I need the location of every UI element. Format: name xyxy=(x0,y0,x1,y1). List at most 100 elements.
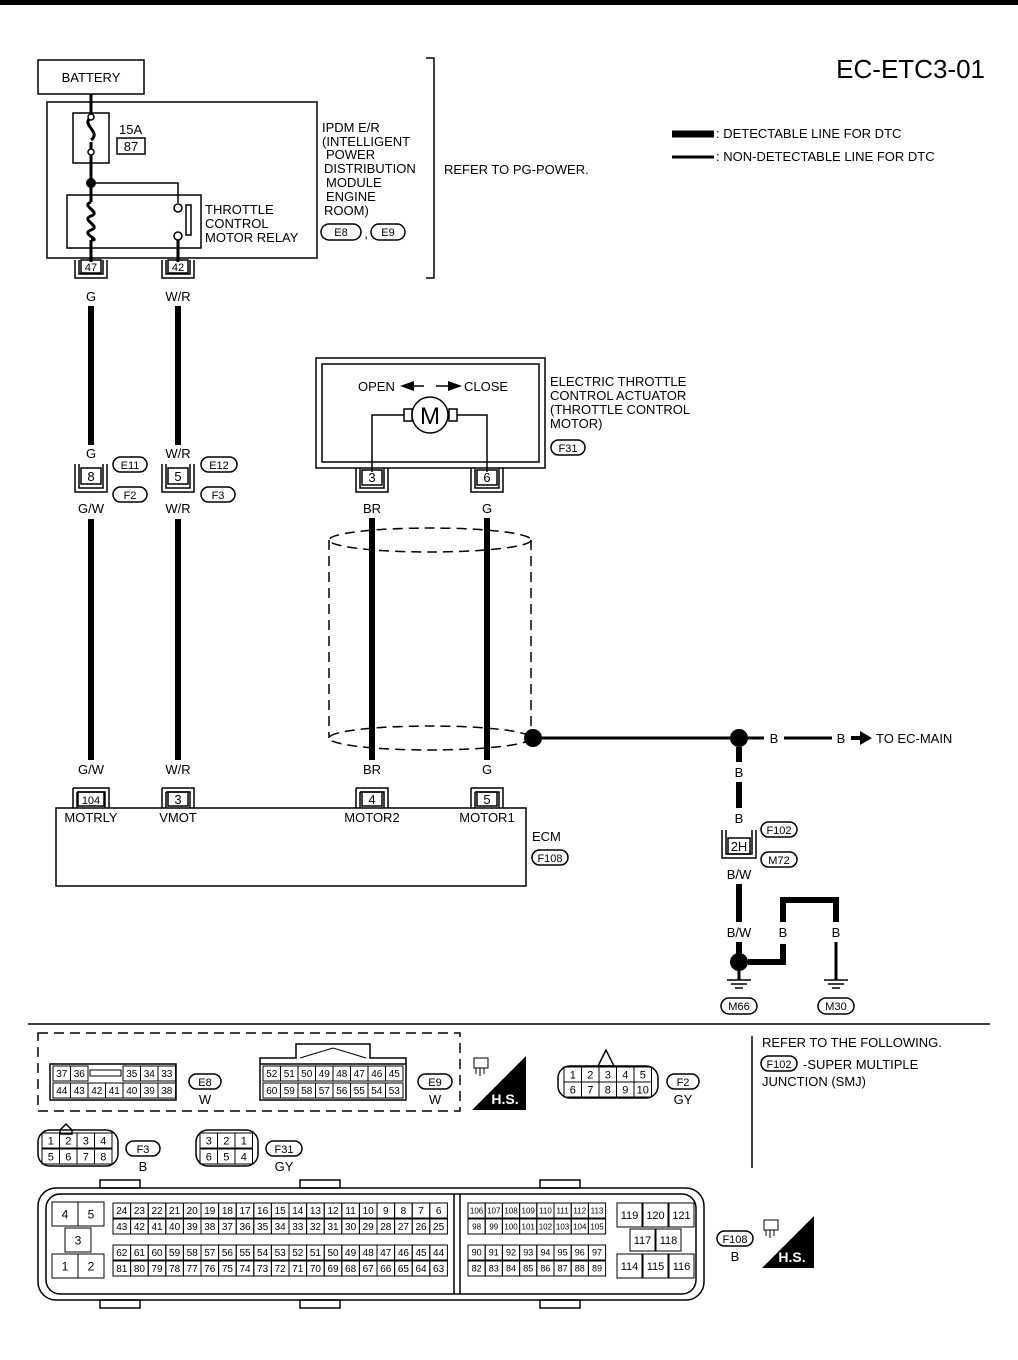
connector-pin: 24 xyxy=(116,1206,128,1217)
connector-pin: 96 xyxy=(575,1248,585,1258)
connector-pin: 2 xyxy=(223,1135,229,1147)
svg-text:,: , xyxy=(364,226,368,241)
connector-pin: 95 xyxy=(558,1248,568,1258)
f2-name: F2 xyxy=(677,1077,690,1089)
connector-pin: 19 xyxy=(204,1206,216,1217)
connector-pin: 69 xyxy=(327,1264,339,1275)
svg-text:JUNCTION (SMJ): JUNCTION (SMJ) xyxy=(762,1074,866,1089)
fuse-icon xyxy=(86,102,96,150)
e8-name: E8 xyxy=(198,1077,211,1089)
connector-pin: 89 xyxy=(592,1264,602,1274)
svg-text:G/W: G/W xyxy=(78,762,105,777)
conn-f2: F2 xyxy=(124,490,137,502)
connector-pin: 46 xyxy=(398,1248,410,1259)
ground-m30-icon xyxy=(824,979,848,989)
connector-pin: 78 xyxy=(169,1264,181,1275)
relay-feed-wire xyxy=(91,182,179,203)
connector-pin: 1 xyxy=(241,1135,247,1147)
connector-views-frame xyxy=(37,1032,461,1112)
relay-label-3: MOTOR RELAY xyxy=(205,230,299,245)
connector-pin: 58 xyxy=(187,1248,199,1259)
connector-pin: 7 xyxy=(418,1206,424,1217)
actuator-label-3: (THROTTLE CONTROL xyxy=(550,402,690,417)
connector-pin: 47 xyxy=(354,1069,366,1080)
connector-pin: 48 xyxy=(363,1248,375,1259)
diagram-id: EC-ETC3-01 xyxy=(836,54,985,84)
svg-text:G: G xyxy=(86,446,96,461)
connector-pin: 55 xyxy=(354,1086,366,1097)
shield-drain-dot xyxy=(524,729,542,747)
connector-pin: 6 xyxy=(206,1151,212,1163)
hs-icon-1: H.S. xyxy=(470,1054,526,1110)
actuator-label-1: ELECTRIC THROTTLE xyxy=(550,374,687,389)
connector-pin: 17 xyxy=(239,1206,251,1217)
actuator-close-label: CLOSE xyxy=(464,379,508,394)
connector-pin: 43 xyxy=(116,1222,128,1233)
motor-icon xyxy=(411,396,449,434)
svg-text:3: 3 xyxy=(174,792,181,807)
connector-pin: 91 xyxy=(489,1248,499,1258)
connector-pin: 31 xyxy=(327,1222,339,1233)
svg-text:BR: BR xyxy=(363,762,381,777)
connector-pin: 1 xyxy=(48,1135,54,1147)
ipdm-pin-47: 47 xyxy=(85,262,97,274)
relay-label-2: CONTROL xyxy=(205,216,269,231)
wire-color-gw-1: G/W xyxy=(78,501,105,516)
f31-color: GY xyxy=(275,1159,294,1174)
connector-pin: 75 xyxy=(222,1264,234,1275)
connector-pin: 28 xyxy=(380,1222,392,1233)
ecm-conn-f108: F108 xyxy=(537,853,562,865)
top-border xyxy=(0,0,1018,5)
connector-pin: 67 xyxy=(363,1264,375,1275)
connector-pin: 7 xyxy=(587,1084,593,1096)
f2-color: GY xyxy=(674,1092,693,1107)
connector-pin: 76 xyxy=(204,1264,216,1275)
actuator-open-label: OPEN xyxy=(358,379,395,394)
ecm-pin-3: 3 xyxy=(161,787,195,808)
ecm-box xyxy=(55,807,527,887)
connector-pin: 120 xyxy=(646,1210,664,1222)
conn-f102: F102 xyxy=(766,825,791,837)
connector-pin: 54 xyxy=(371,1086,383,1097)
actuator-outer-box xyxy=(315,357,546,469)
connector-pin: 43 xyxy=(74,1086,86,1097)
connector-pin: 94 xyxy=(540,1248,550,1258)
actuator-pin-6: 6 xyxy=(483,470,490,485)
ecm-pin-name-motor2: MOTOR2 xyxy=(344,810,399,825)
svg-text:-SUPER MULTIPLE: -SUPER MULTIPLE xyxy=(803,1057,919,1072)
connector-pin: 49 xyxy=(345,1248,357,1259)
connector-pin: 109 xyxy=(522,1206,536,1215)
svg-text:B: B xyxy=(735,765,744,780)
svg-text:104: 104 xyxy=(82,795,100,807)
connector-pin: 2 xyxy=(587,1069,593,1081)
connector-pin: 58 xyxy=(301,1086,313,1097)
ground-junction-dot xyxy=(730,953,748,971)
connector-pin: 88 xyxy=(575,1264,585,1274)
connector-pin: 10 xyxy=(363,1206,375,1217)
connector-pin: 33 xyxy=(292,1222,304,1233)
ecm-pin-name-vmot: VMOT xyxy=(159,810,197,825)
connector-pin: 6 xyxy=(436,1206,442,1217)
fuse-amp: 15A xyxy=(119,122,142,137)
connector-pin: 42 xyxy=(91,1086,103,1097)
connector-pin: 53 xyxy=(275,1248,287,1259)
ipdm-box xyxy=(46,101,318,259)
fuse-number: 87 xyxy=(124,139,138,154)
connector-pin: 103 xyxy=(556,1222,570,1231)
to-ec-main: TO EC-MAIN xyxy=(876,731,952,746)
connector-pin: 5 xyxy=(640,1069,646,1081)
connector-pin: 113 xyxy=(591,1206,604,1215)
connector-pin: 90 xyxy=(472,1248,482,1258)
connector-pin: 16 xyxy=(257,1206,269,1217)
connector-pin: 60 xyxy=(151,1248,163,1259)
connector-pin: 59 xyxy=(284,1086,296,1097)
connector-pin: 22 xyxy=(151,1206,163,1217)
ground-m66-icon xyxy=(727,979,751,989)
connector-pin: 61 xyxy=(134,1248,146,1259)
connector-pin: 38 xyxy=(161,1086,173,1097)
connector-pin: 29 xyxy=(363,1222,375,1233)
svg-text:H.S.: H.S. xyxy=(778,1249,805,1265)
actuator-label-2: CONTROL ACTUATOR xyxy=(550,388,686,403)
